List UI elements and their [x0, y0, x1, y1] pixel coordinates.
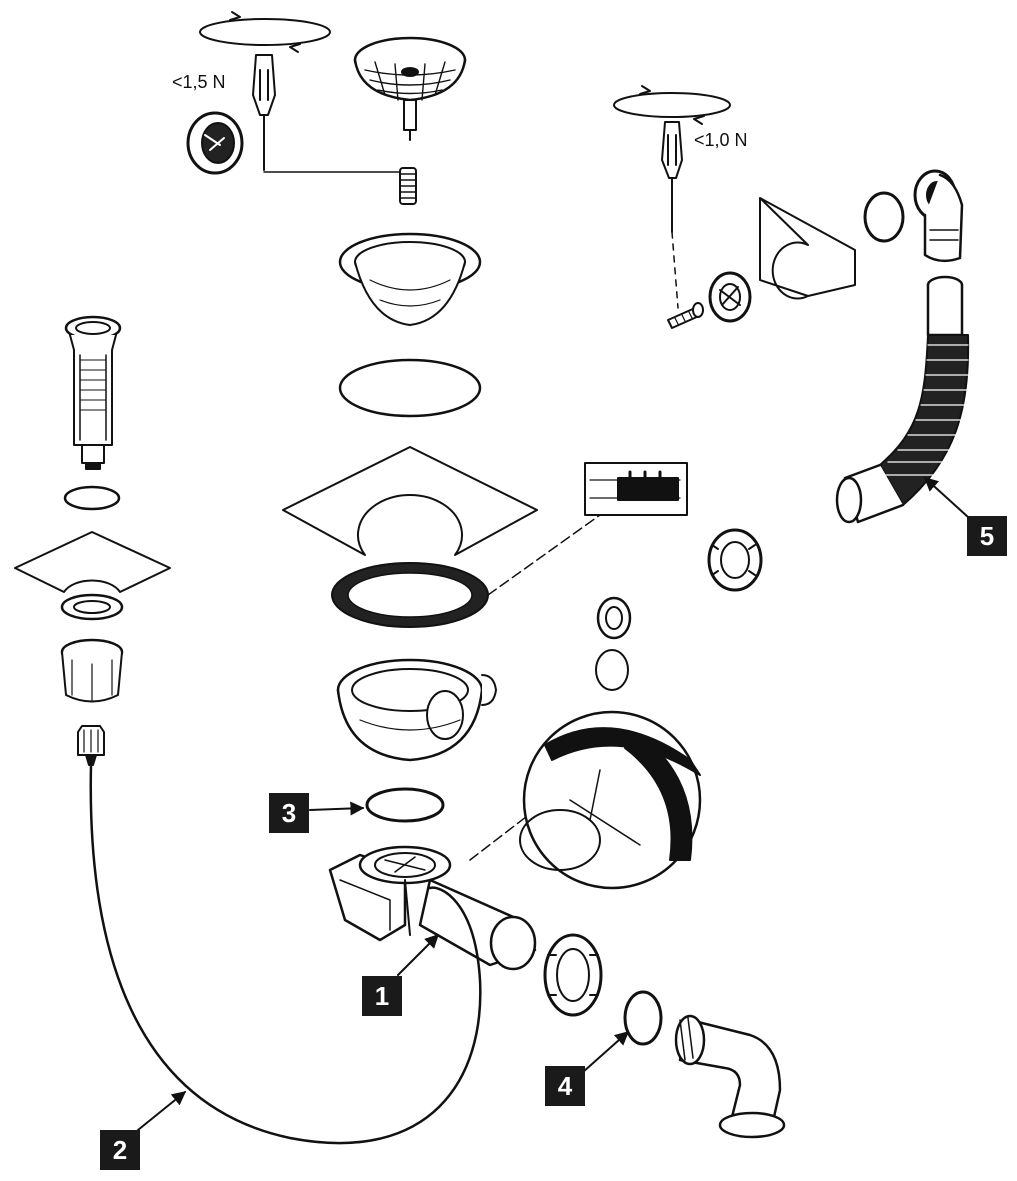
rotation-arrow-left: [199, 11, 331, 53]
cable-end-fitting: [77, 725, 105, 766]
screwdriver-right: [661, 121, 683, 309]
o-ring-left-upper: [63, 485, 121, 511]
overflow-screw: [667, 302, 704, 329]
callout-1: 1: [362, 976, 402, 1016]
callout-3: 3: [269, 793, 309, 833]
mounting-nut-left: [60, 638, 124, 703]
control-knob: [186, 111, 244, 175]
bowden-cable: [89, 763, 482, 1145]
callout-1-arrow: [397, 934, 439, 976]
callout-5-arrow: [923, 477, 969, 518]
pop-up-actuator: [64, 315, 122, 470]
union-nut-lower: [543, 933, 603, 1017]
overflow-hose: [835, 275, 970, 524]
cone-washer-lower: [623, 990, 663, 1046]
spring: [399, 167, 417, 205]
strainer-basket: [353, 36, 467, 141]
callout-4: 4: [545, 1066, 585, 1106]
o-ring-small: [365, 787, 445, 823]
elbow-pipe: [674, 1014, 786, 1139]
callout-2: 2: [100, 1130, 140, 1170]
drain-body-bowl: [336, 658, 497, 762]
overflow-detail-circle: [469, 710, 702, 890]
sink-flange: [338, 232, 482, 326]
flat-washer: [595, 649, 629, 691]
o-ring-overflow: [863, 191, 905, 243]
overflow-elbow: [913, 169, 964, 263]
mounting-template-left: [14, 531, 171, 593]
overflow-ring: [708, 271, 752, 323]
conical-washer: [596, 596, 632, 640]
torque-label-right: <1,0 N: [694, 130, 748, 150]
rotation-arrow-right: [613, 85, 731, 125]
gasket-detail-inset: [487, 462, 688, 596]
callout-4-arrow: [582, 1031, 630, 1073]
o-ring-large: [338, 358, 482, 418]
flat-gasket: [331, 562, 489, 628]
washer-left: [60, 593, 124, 621]
torque-label-left: <1,5 N: [172, 72, 226, 92]
callout-2-arrow: [137, 1091, 187, 1131]
screwdriver-left: [252, 54, 276, 171]
union-nut-upper: [707, 528, 763, 592]
callout-3-arrow: [309, 801, 365, 816]
mounting-template-center: [282, 446, 538, 556]
trap-body: [328, 845, 537, 971]
callout-5: 5: [967, 516, 1007, 556]
mounting-template-right: [759, 197, 856, 300]
